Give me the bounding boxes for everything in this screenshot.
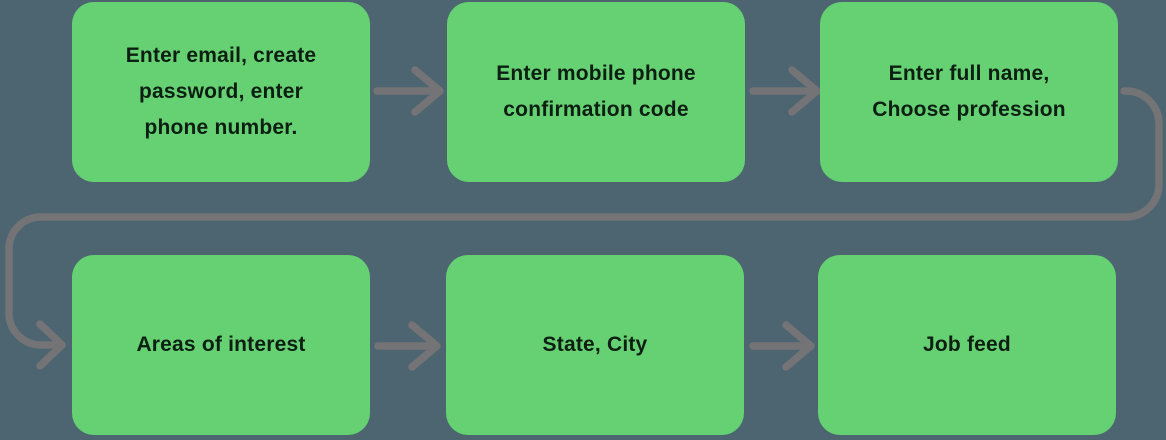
arrow-right-icon xyxy=(374,321,441,371)
flow-node-job-feed: Job feed xyxy=(818,255,1116,435)
arrow-head xyxy=(788,66,821,116)
flow-node-signup: Enter email, create password, enter phon… xyxy=(72,2,370,182)
arrow-right-icon xyxy=(749,321,815,371)
flow-node-state-city: State, City xyxy=(446,255,744,435)
arrow-right-icon xyxy=(749,66,821,116)
arrow-shaft xyxy=(5,87,1163,349)
flow-node-label: Enter full name, Choose profession xyxy=(872,62,1066,121)
arrow-head xyxy=(408,321,441,371)
flow-node-name-profession: Enter full name, Choose profession xyxy=(820,2,1118,182)
flow-node-label: Areas of interest xyxy=(136,333,306,356)
flow-node-label: Enter email, create password, enter phon… xyxy=(125,44,317,139)
flow-node-phone-confirmation: Enter mobile phone confirmation code xyxy=(447,2,745,182)
wrap-around-arrow xyxy=(5,87,1163,370)
arrow-head xyxy=(36,320,66,370)
flow-node-label: Job feed xyxy=(923,333,1011,356)
flow-node-areas-of-interest: Areas of interest xyxy=(72,255,370,435)
arrow-head xyxy=(782,321,815,371)
arrow-head xyxy=(411,66,444,116)
flow-node-label: State, City xyxy=(542,333,648,356)
arrow-right-icon xyxy=(373,66,444,116)
flow-node-label: Enter mobile phone confirmation code xyxy=(496,62,696,121)
